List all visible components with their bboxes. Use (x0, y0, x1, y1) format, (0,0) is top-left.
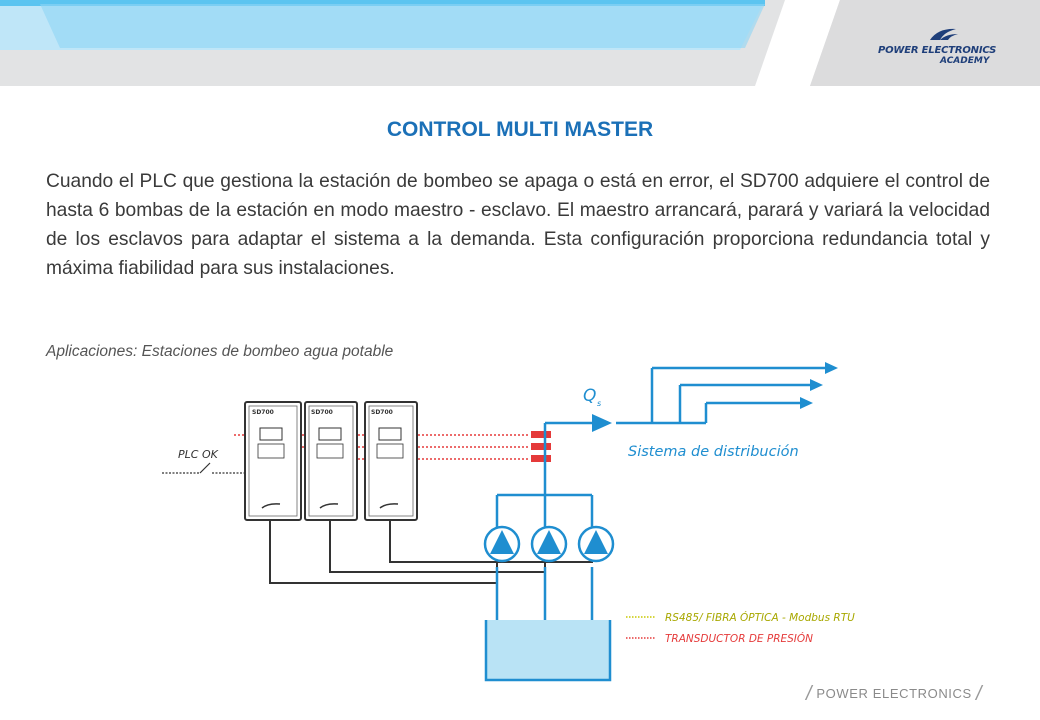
flow-arrows (592, 362, 838, 432)
logo-subtext: ACADEMY (940, 56, 990, 66)
footer-text: POWER ELECTRONICS (816, 686, 972, 701)
flow-label: Q (583, 386, 596, 406)
water-tank (484, 620, 612, 682)
drive-unit: SD700 (244, 401, 302, 521)
legend-label-pressure: TRANSDUCTOR DE PRESIÓN (665, 632, 813, 645)
distribution-label: Sistema de distribución (628, 444, 799, 460)
flow-subscript: s (597, 399, 601, 408)
piping (495, 366, 825, 660)
footer-slash-right: / (976, 683, 983, 705)
logo-mark-icon (930, 28, 958, 40)
plc-ok-contact: PLC OK (162, 448, 245, 474)
drive-label: SD700 (371, 409, 393, 416)
description-paragraph: Cuando el PLC que gestiona la estación d… (46, 171, 990, 279)
logo-text: POWER ELECTRONICS (878, 45, 997, 56)
drive-unit: SD700 (364, 401, 418, 521)
footer-slash-left: / (806, 683, 813, 705)
pump-impeller (490, 530, 608, 554)
header-banner (0, 0, 1040, 86)
footer-brand: / POWER ELECTRONICS / (806, 683, 982, 706)
pressure-transducer (531, 431, 551, 462)
power-electronics-logo[interactable]: POWER ELECTRONICS ACADEMY (872, 28, 1022, 70)
applications-caption: Aplicaciones: Estaciones de bombeo agua … (46, 343, 394, 360)
legend-label-rs485: RS485/ FIBRA ÓPTICA - Modbus RTU (665, 611, 855, 624)
page-title: CONTROL MULTI MASTER (386, 118, 654, 141)
legend: RS485/ FIBRA ÓPTICA - Modbus RTU TRANSDU… (626, 611, 855, 645)
plc-ok-label: PLC OK (178, 448, 219, 461)
drive-label: SD700 (311, 409, 333, 416)
drive-label: SD700 (252, 409, 274, 416)
drive-unit: SD700 (304, 401, 358, 521)
